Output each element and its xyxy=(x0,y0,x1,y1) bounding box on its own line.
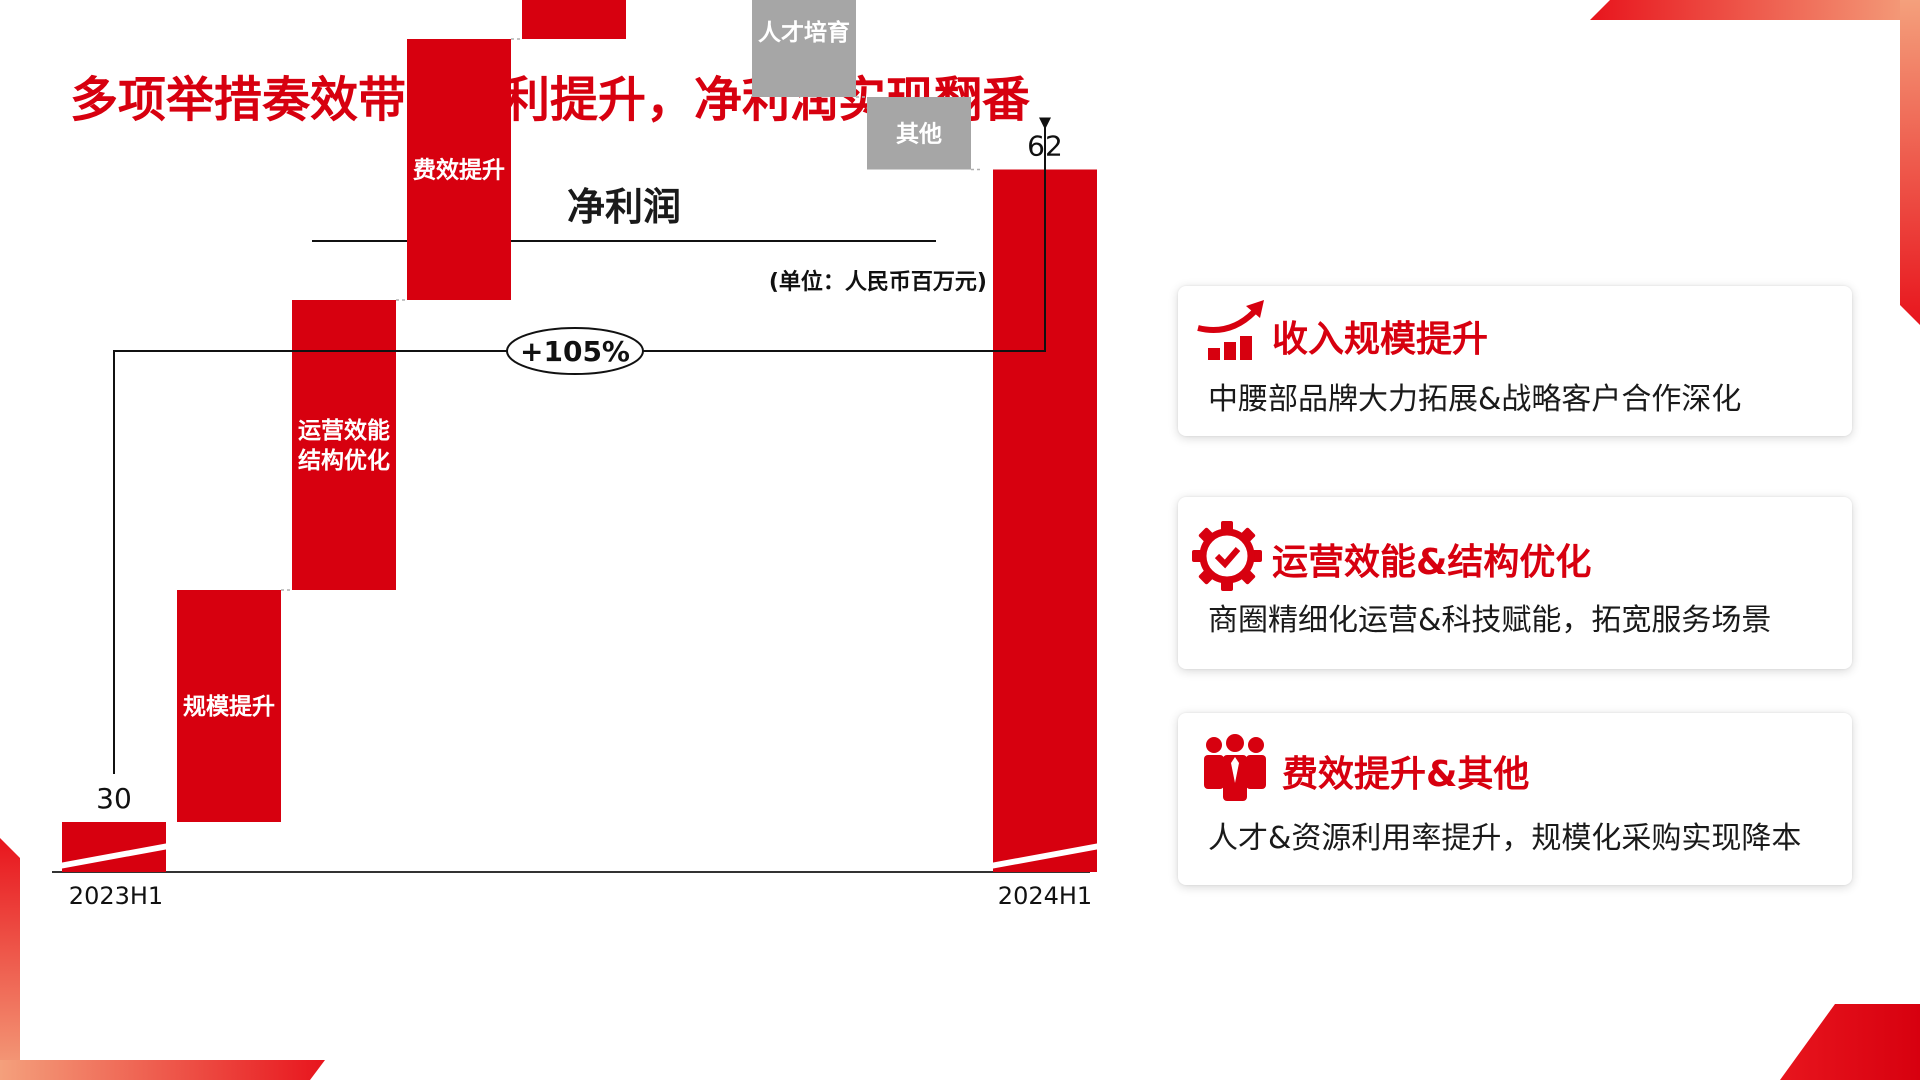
chart-unit-note: (单位：人民币百万元) xyxy=(768,270,987,295)
card-title: 费效提升&其他 xyxy=(1282,754,1530,795)
chart-title-underline xyxy=(312,240,936,242)
chart-title: 净利润 xyxy=(566,185,681,229)
card-revenue-scale: 收入规模提升 中腰部品牌大力拓展&战略客户合作深化 xyxy=(1178,286,1852,436)
card-text: 中腰部品牌大力拓展&战略客户合作深化 xyxy=(1208,382,1742,417)
card-text: 人才&资源利用率提升，规模化采购实现降本 xyxy=(1208,821,1802,856)
growth-trend-icon xyxy=(1197,300,1264,360)
card-title: 收入规模提升 xyxy=(1272,319,1489,360)
corner-bottom-right-decoration xyxy=(1780,1004,1920,1080)
step-bar xyxy=(752,0,856,97)
axis-break-mark xyxy=(985,842,1105,870)
corner-top-right-decoration xyxy=(1590,0,1920,325)
end-category-label: 2024H1 xyxy=(998,882,1092,910)
card-title: 运营效能&结构优化 xyxy=(1272,542,1592,583)
team-people-icon xyxy=(1204,734,1266,801)
step-bar xyxy=(867,97,971,170)
step-label: 其他 xyxy=(896,121,942,147)
card-text: 商圈精细化运营&科技赋能，拓宽服务场景 xyxy=(1208,603,1772,638)
step-label: 规模提升 xyxy=(183,693,275,720)
gear-check-icon xyxy=(1192,521,1262,591)
start-category-label: 2023H1 xyxy=(69,882,163,910)
growth-percent-label: +105% xyxy=(520,335,630,368)
step-label: 费效提升 xyxy=(413,157,505,184)
step-label: 运营效能 xyxy=(298,417,390,444)
card-operating-efficiency: 运营效能&结构优化 商圈精细化运营&科技赋能，拓宽服务场景 xyxy=(1178,497,1852,669)
card-cost-efficiency: 费效提升&其他 人才&资源利用率提升，规模化采购实现降本 xyxy=(1178,713,1852,885)
step-bar xyxy=(407,39,511,300)
corner-bottom-left-decoration xyxy=(0,838,325,1080)
step-bar xyxy=(522,0,626,39)
step-bar xyxy=(292,300,396,590)
growth-arrowhead xyxy=(1039,117,1051,130)
step-label: 结构优化 xyxy=(298,447,390,474)
step-label: 人才培育 xyxy=(758,19,850,46)
step-bar xyxy=(177,590,281,822)
axis-break-mark xyxy=(54,842,174,870)
start-value-label: 30 xyxy=(96,782,132,815)
growth-badge xyxy=(506,327,644,375)
waterfall-chart: 302023H1规模提升运营效能结构优化费效提升采购降本市场竞争人才培育其他62… xyxy=(52,0,1105,910)
